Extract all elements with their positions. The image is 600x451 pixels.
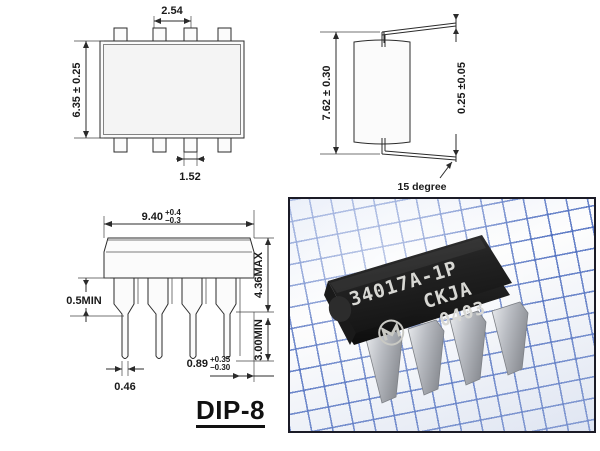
dim-lead-length: 3.00MIN [236,318,274,362]
chip-leads [365,301,529,404]
dim-pin-pitch: 2.54 [153,5,192,32]
dim-body-length-label: 9.40 [142,211,163,223]
side-view-svg: 7.62 ± 0.30 0.25 ±0.05 15 degree [320,14,468,193]
side-view-body [353,39,411,145]
dim-seating-plane: 0.5MIN [66,277,124,322]
top-view-svg: 2.54 [71,5,245,183]
side-view-lead-upper [381,22,457,47]
dim-pin-pitch-label: 2.54 [161,5,183,17]
dim-lead-width-narrow: 0.46 [106,361,144,393]
top-view: 2.54 [62,2,294,190]
dim-seating-plane-label: 0.5MIN [66,295,102,307]
motorola-m-logo [378,319,405,346]
dim-body-length: 9.40 +0.4 −0.3 [103,208,255,238]
dim-lead-width-wide: 0.89 +0.35 −0.30 [187,355,254,379]
side-view: 7.62 ± 0.30 0.25 ±0.05 15 degree [312,2,600,194]
dim-body-height: 6.35 ± 0.25 [71,40,104,139]
dim-body-length-tol-plus: +0.4 [165,208,181,217]
chip-photo-panel: 34017A-1P CKJA 0403 [288,197,596,433]
package-name-caption: DIP-8 [196,396,265,429]
top-view-body [99,40,245,139]
front-view-body [103,237,255,279]
dim-overall-height: 4.36MAX [236,237,274,313]
front-view-leads [113,277,241,359]
dim-lead-length-label: 3.00MIN [253,319,265,361]
dim-row-spacing: 7.62 ± 0.30 [320,31,380,155]
top-view-pins-lower [113,137,232,153]
note-lead-angle: 15 degree [397,161,453,193]
dim-lead-width-wide-label: 0.89 [187,358,208,370]
dip8-chip: 34017A-1P CKJA 0403 [310,221,578,421]
side-view-lead-lower [381,138,457,161]
chip-photo: 34017A-1P CKJA 0403 [290,199,594,431]
dim-lead-width-narrow-label: 0.46 [114,381,135,393]
chip-svg: 34017A-1P CKJA 0403 [324,235,529,404]
top-view-pins-upper [113,27,232,43]
front-view-svg: 9.40 +0.4 −0.3 [66,208,274,393]
dim-lead-thickness-label: 0.25 ±0.05 [456,62,468,114]
dim-body-length-tol-minus: −0.3 [165,216,181,225]
dim-lead-thickness: 0.25 ±0.05 [453,14,468,162]
dim-row-spacing-label: 7.62 ± 0.30 [321,66,333,121]
dim-lead-width-wide-tol-minus: −0.30 [210,363,231,372]
front-view: 9.40 +0.4 −0.3 [58,196,298,396]
note-lead-angle-label: 15 degree [397,181,446,193]
dim-lead-width-wide-tol-plus: +0.35 [210,355,231,364]
dim-overall-height-label: 4.36MAX [253,251,265,298]
chip-body [324,235,512,345]
dim-pin-width-label: 1.52 [179,171,200,183]
dim-body-height-label: 6.35 ± 0.25 [71,63,83,118]
dim-pin-width: 1.52 [176,152,205,183]
